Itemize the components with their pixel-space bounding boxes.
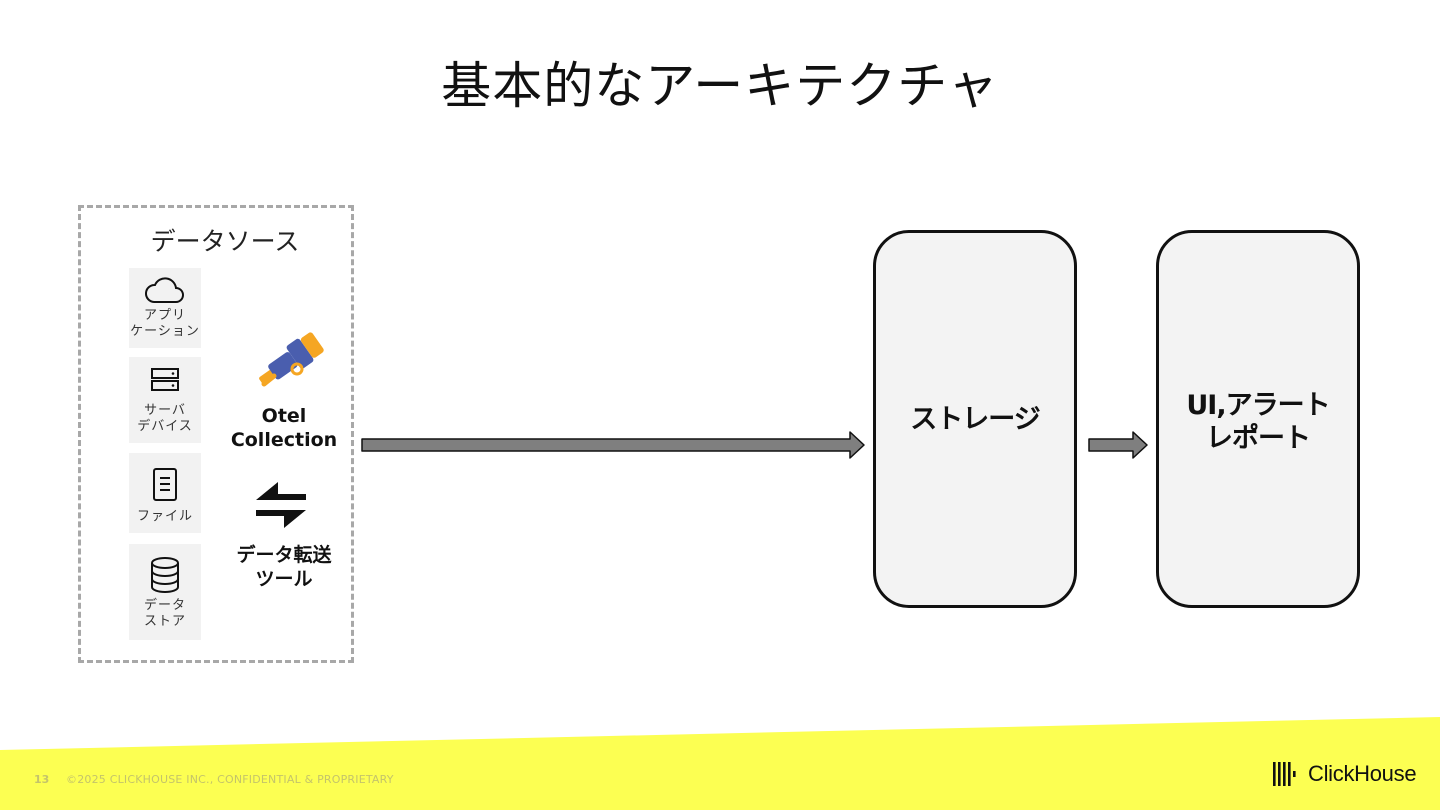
source-label: データ ストア xyxy=(143,598,186,629)
source-label: アプリ ケーション xyxy=(130,308,200,339)
source-application: アプリ ケーション xyxy=(129,268,201,348)
server-icon xyxy=(151,368,179,391)
data-source-group xyxy=(78,205,354,663)
short-arrow xyxy=(1088,431,1148,459)
clickhouse-logo: ClickHouse xyxy=(1272,761,1417,787)
file-icon xyxy=(153,468,177,501)
source-datastore: データ ストア xyxy=(129,544,201,640)
long-arrow xyxy=(361,431,865,459)
copyright-text: ©2025 CLICKHOUSE INC., CONFIDENTIAL & PR… xyxy=(66,773,394,786)
source-label: ファイル xyxy=(136,509,193,524)
database-icon xyxy=(151,557,179,593)
logo-text: ClickHouse xyxy=(1308,761,1417,786)
clickhouse-bars-icon xyxy=(1273,762,1296,786)
slide-title: 基本的なアーキテクチャ xyxy=(441,57,999,115)
transfer-tool-label: データ転送 ツール xyxy=(236,544,332,590)
ui-alert-report-label: UI,アラート レポート xyxy=(1186,390,1330,454)
source-server: サーバ デバイス xyxy=(129,357,201,443)
data-source-title: データソース xyxy=(150,227,300,256)
page-number: 13 xyxy=(34,773,50,786)
otel-label: Otel Collection xyxy=(230,405,338,451)
source-label: サーバ デバイス xyxy=(137,403,193,434)
cloud-icon xyxy=(145,277,184,303)
source-file: ファイル xyxy=(129,453,201,533)
transfer-arrows-icon xyxy=(256,482,306,528)
storage-box: ストレージ xyxy=(873,230,1077,608)
telescope-icon xyxy=(259,332,324,387)
storage-label: ストレージ xyxy=(910,404,1040,435)
ui-alert-report-box: UI,アラート レポート xyxy=(1156,230,1360,608)
